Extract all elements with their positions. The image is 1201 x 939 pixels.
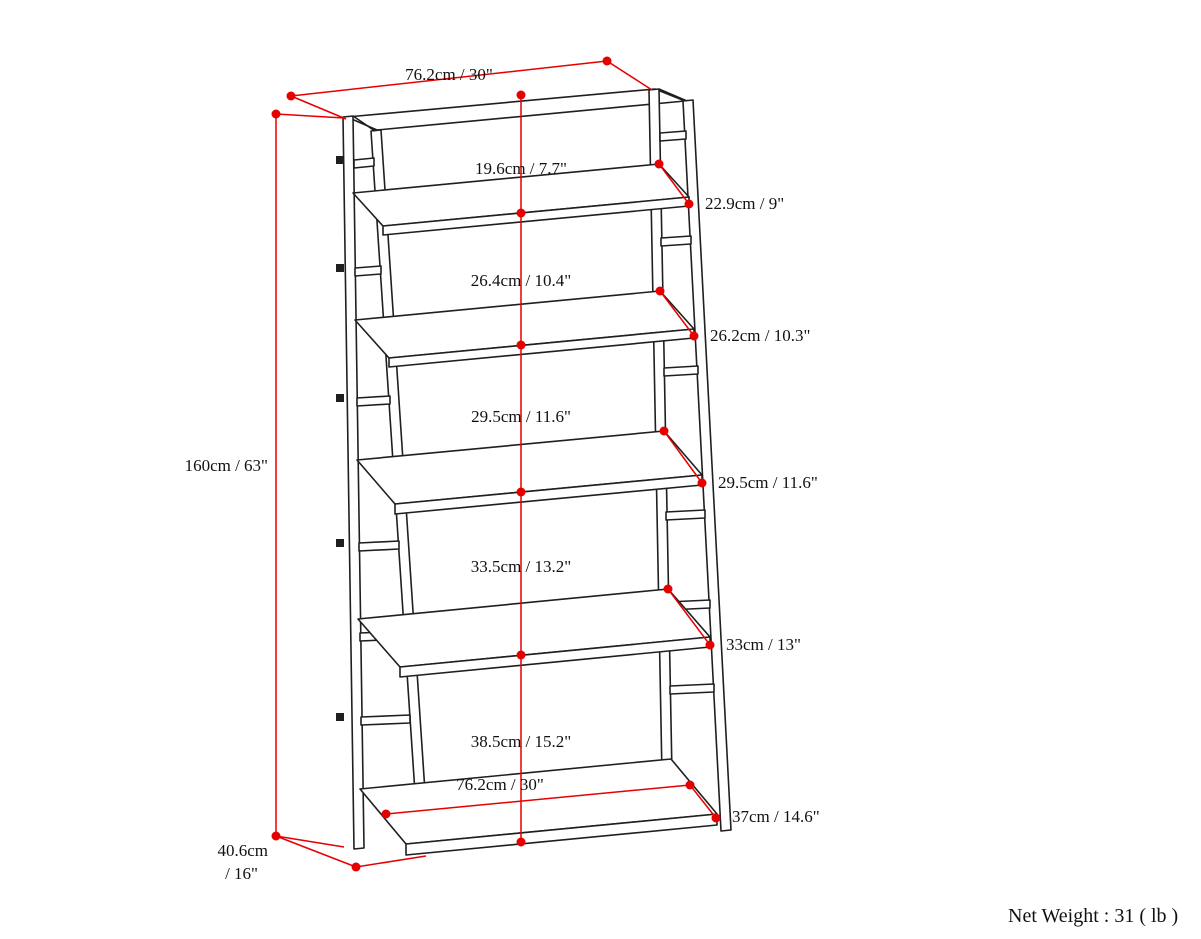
shelf-gap-1-label: 19.6cm / 7.7" [475,159,567,178]
dim-dot [602,56,612,66]
rung [669,683,715,695]
rung [356,395,391,407]
dim-dot [271,831,281,841]
height-leader-top [275,113,345,119]
shelf-5-front [405,813,718,856]
dimension-lines [275,60,717,868]
bottom-width-line [385,784,691,815]
dim-dot [684,199,694,209]
bolt-cap [336,394,344,402]
dim-dot [286,91,296,101]
top-width-leader-left [290,95,347,120]
overall-height-label: 160cm / 63" [185,456,268,475]
dimension-labels: 76.2cm / 30" 160cm / 63" 19.6cm / 7.7" 2… [185,65,1179,927]
shelf-depth-4-label: 33cm / 13" [726,635,801,654]
dim-dot [516,208,526,218]
shelf-depth-5-label: 37cm / 14.6" [732,807,820,826]
shelf-2-depth-line [659,290,695,337]
shelf-depth-1-label: 22.9cm / 9" [705,194,784,213]
dim-dot [685,780,695,790]
base-depth-line [275,835,357,868]
rung [665,509,706,521]
dim-dot [659,426,669,436]
dim-dot [351,862,361,872]
top-width-label: 76.2cm / 30" [405,65,493,84]
dim-dot [516,837,526,847]
shelf-4-depth-line [667,588,711,646]
dim-dot [516,650,526,660]
shelf-depth-3-label: 29.5cm / 11.6" [718,473,818,492]
top-width-leader-right [606,60,653,91]
shelf-gap-3-label: 29.5cm / 11.6" [471,407,571,426]
rung [663,365,699,377]
left-top-cap [352,115,376,132]
dim-dot [663,584,673,594]
left-back-rail [342,115,365,850]
base-depth-label-line2: / 16" [225,864,258,883]
base-depth-leader [355,855,427,868]
dim-dot [271,109,281,119]
dim-dot [654,159,664,169]
bolt-cap [336,156,344,164]
dim-dot [689,331,699,341]
dim-dot [516,90,526,100]
dimension-dots [271,56,721,872]
dim-dot [655,286,665,296]
right-front-rail [682,99,732,832]
height-leader-bottom [275,835,345,848]
rung [354,265,382,277]
dim-dot [697,478,707,488]
right-top-cap [658,88,688,102]
dim-dot [705,640,715,650]
dim-dot [516,487,526,497]
shelf-3-depth-line [663,430,703,484]
dim-dot [516,340,526,350]
base-depth-label-line1: 40.6cm [217,841,268,860]
rung [660,235,692,247]
shelf-5-depth-line [689,784,717,819]
rung [358,540,400,552]
rung [360,714,411,726]
dim-dot [711,813,721,823]
shelf-1-depth-line [658,163,690,205]
rung [353,157,375,169]
bolt-caps [336,156,344,721]
bolt-cap [336,539,344,547]
shelf-gap-5-label: 38.5cm / 15.2" [471,732,571,751]
shelf-gap-4-label: 33.5cm / 13.2" [471,557,571,576]
shelf-gap-2-label: 26.4cm / 10.4" [471,271,571,290]
top-width-line [290,60,608,97]
net-weight-label: Net Weight : 31 ( lb ) [1008,905,1178,927]
dim-dot [381,809,391,819]
shelf-depth-2-label: 26.2cm / 10.3" [710,326,810,345]
rung [659,130,687,142]
bolt-cap [336,713,344,721]
top-board [346,88,686,131]
bolt-cap [336,264,344,272]
bottom-width-label: 76.2cm / 30" [456,775,544,794]
